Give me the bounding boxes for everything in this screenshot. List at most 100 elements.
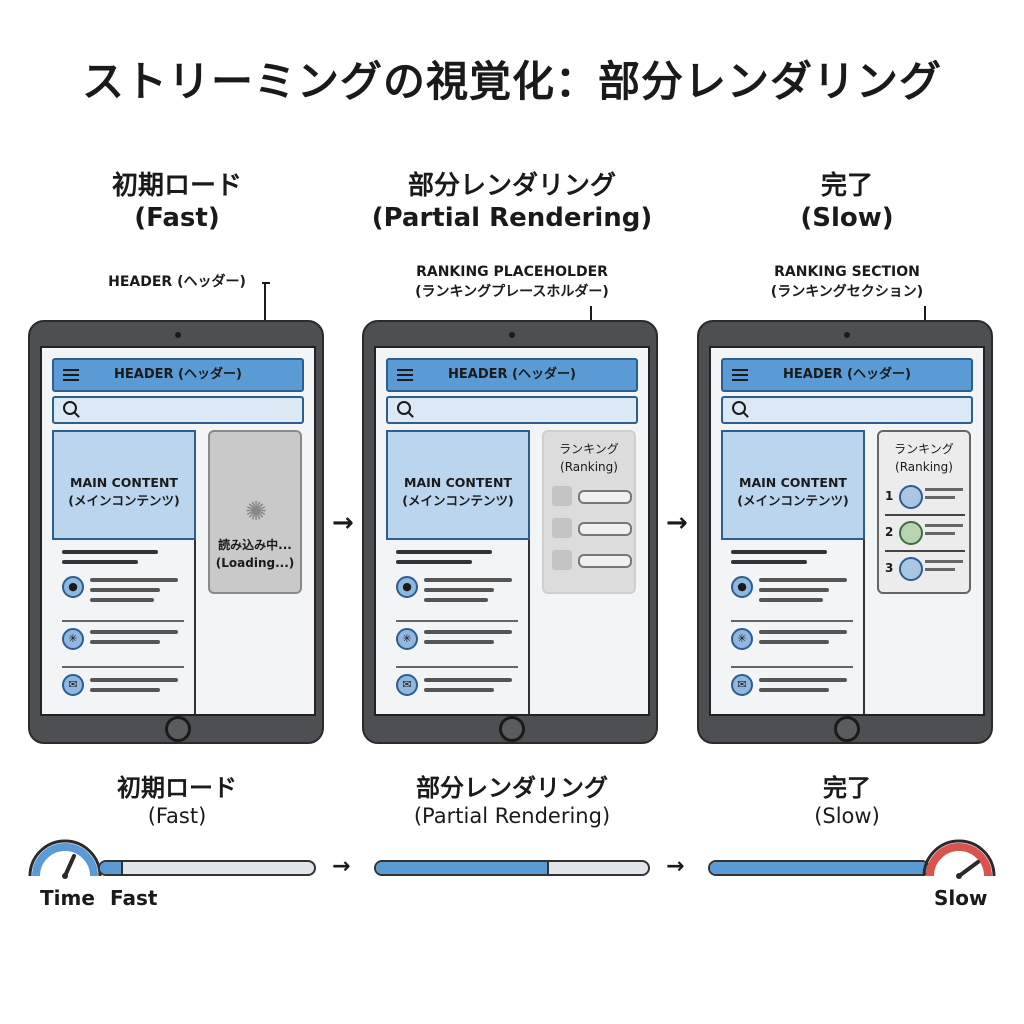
- loading-text-ja: 読み込み中...: [218, 538, 292, 552]
- avatar: [899, 557, 923, 581]
- stage1-bottom-en: (Fast): [147, 804, 207, 828]
- list-item-lines: [90, 578, 180, 608]
- rank-number: 3: [885, 561, 894, 575]
- column-divider: [194, 540, 196, 714]
- main-content-label-ja: (メインコンテンツ): [737, 493, 849, 508]
- loading-text: 読み込み中... (Loading...): [210, 536, 300, 572]
- stage2-callout: RANKING PLACEHOLDER (ランキングプレースホルダー): [362, 262, 662, 302]
- ranking-row[interactable]: 1: [885, 484, 969, 512]
- divider: [396, 666, 518, 668]
- stage1-bottom-ja: 初期ロード: [117, 774, 237, 802]
- menu-icon[interactable]: [732, 369, 748, 381]
- settings-icon: ✳: [62, 628, 84, 650]
- search-bar[interactable]: [721, 396, 973, 424]
- time-label: Time: [40, 886, 95, 910]
- skeleton-bar: [578, 490, 632, 504]
- list-item-lines: [424, 578, 514, 608]
- column-divider: [863, 540, 865, 714]
- arrow-right-icon: →: [332, 854, 351, 879]
- home-button[interactable]: [834, 716, 860, 742]
- home-button[interactable]: [499, 716, 525, 742]
- divider: [62, 620, 184, 622]
- header-label: HEADER (ヘッダー): [114, 367, 242, 382]
- header-label: HEADER (ヘッダー): [783, 367, 911, 382]
- ranking-section-panel: ランキング (Ranking) 1 2 3: [877, 430, 971, 594]
- divider: [62, 666, 184, 668]
- main-content-label-en: MAIN CONTENT: [404, 475, 512, 490]
- camera-dot: [844, 332, 850, 338]
- main-content-label-en: MAIN CONTENT: [70, 475, 178, 490]
- progress-fill-stage1: [100, 862, 124, 874]
- ranking-title: ランキング (Ranking): [879, 440, 969, 476]
- stage3-callout-en: RANKING SECTION: [774, 264, 920, 280]
- list-item-lines: [759, 578, 849, 608]
- search-icon: [397, 401, 411, 415]
- user-icon: ●: [396, 576, 418, 598]
- ranking-title-ja: ランキング: [559, 442, 619, 456]
- tablet-complete: HEADER (ヘッダー) MAIN CONTENT (メインコンテンツ) ● …: [697, 320, 993, 744]
- menu-icon[interactable]: [397, 369, 413, 381]
- rank-text-line: [925, 568, 955, 571]
- divider: [731, 666, 853, 668]
- rank-text-line: [925, 488, 963, 491]
- text-lines: [396, 550, 516, 570]
- ranking-placeholder-panel: ランキング (Ranking): [542, 430, 636, 594]
- header-bar: HEADER (ヘッダー): [52, 358, 304, 392]
- stage2-heading: 部分レンダリング (Partial Rendering): [362, 170, 662, 234]
- text-lines: [731, 550, 851, 570]
- ranking-title-en: (Ranking): [895, 460, 953, 474]
- loading-panel: ✺ 読み込み中... (Loading...): [208, 430, 302, 594]
- column-divider: [528, 540, 530, 714]
- spinner-icon: ✺: [245, 497, 267, 527]
- divider: [731, 620, 853, 622]
- stage2-bottom-en: (Partial Rendering): [413, 804, 611, 828]
- stage1-heading: 初期ロード (Fast): [27, 170, 327, 234]
- ranking-row[interactable]: 2: [885, 520, 969, 548]
- avatar: [899, 521, 923, 545]
- list-item-lines: [759, 630, 849, 650]
- tablet-initial-load: HEADER (ヘッダー) MAIN CONTENT (メインコンテンツ) ● …: [28, 320, 324, 744]
- ranking-title-en: (Ranking): [560, 460, 618, 474]
- list-item-lines: [759, 678, 849, 698]
- tablet-screen: HEADER (ヘッダー) MAIN CONTENT (メインコンテンツ) ● …: [709, 346, 985, 716]
- skeleton-bar: [578, 554, 632, 568]
- skeleton-bar: [578, 522, 632, 536]
- search-bar[interactable]: [386, 396, 638, 424]
- progress-fill-stage3: [710, 862, 928, 874]
- fast-gauge-icon: [28, 839, 102, 879]
- stage1-heading-ja: 初期ロード: [111, 171, 242, 201]
- stage1-bottom-label: 初期ロード (Fast): [27, 774, 327, 830]
- mail-icon: ✉: [62, 674, 84, 696]
- user-icon: ●: [62, 576, 84, 598]
- tablet-partial-rendering: HEADER (ヘッダー) MAIN CONTENT (メインコンテンツ) ● …: [362, 320, 658, 744]
- skeleton-avatar: [552, 550, 572, 570]
- rank-text-line: [925, 560, 963, 563]
- stage3-heading-en: (Slow): [800, 203, 894, 233]
- slow-label: Slow: [934, 886, 988, 910]
- tablet-screen: HEADER (ヘッダー) MAIN CONTENT (メインコンテンツ) ● …: [374, 346, 650, 716]
- home-button[interactable]: [165, 716, 191, 742]
- search-bar[interactable]: [52, 396, 304, 424]
- list-item-lines: [90, 630, 180, 650]
- search-icon: [732, 401, 746, 415]
- main-content-label-ja: (メインコンテンツ): [402, 493, 514, 508]
- mail-icon: ✉: [731, 674, 753, 696]
- stage3-bottom-label: 完了 (Slow): [697, 774, 997, 830]
- main-content-block: MAIN CONTENT (メインコンテンツ): [386, 430, 530, 540]
- divider: [885, 514, 965, 516]
- rank-text-line: [925, 496, 955, 499]
- search-icon: [63, 401, 77, 415]
- divider: [396, 620, 518, 622]
- fast-label: Fast: [110, 886, 158, 910]
- arrow-right-icon: →: [666, 854, 685, 879]
- stage3-bottom-en: (Slow): [814, 804, 880, 828]
- ranking-row[interactable]: 3: [885, 556, 969, 584]
- arrow-right-icon: →: [332, 508, 354, 538]
- rank-number: 1: [885, 489, 894, 503]
- main-content-label-ja: (メインコンテンツ): [68, 493, 180, 508]
- progress-bar-stage1: [98, 860, 316, 876]
- menu-icon[interactable]: [63, 369, 79, 381]
- stage2-bottom-label: 部分レンダリング (Partial Rendering): [362, 774, 662, 830]
- rank-text-line: [925, 532, 955, 535]
- ranking-title: ランキング (Ranking): [544, 440, 634, 476]
